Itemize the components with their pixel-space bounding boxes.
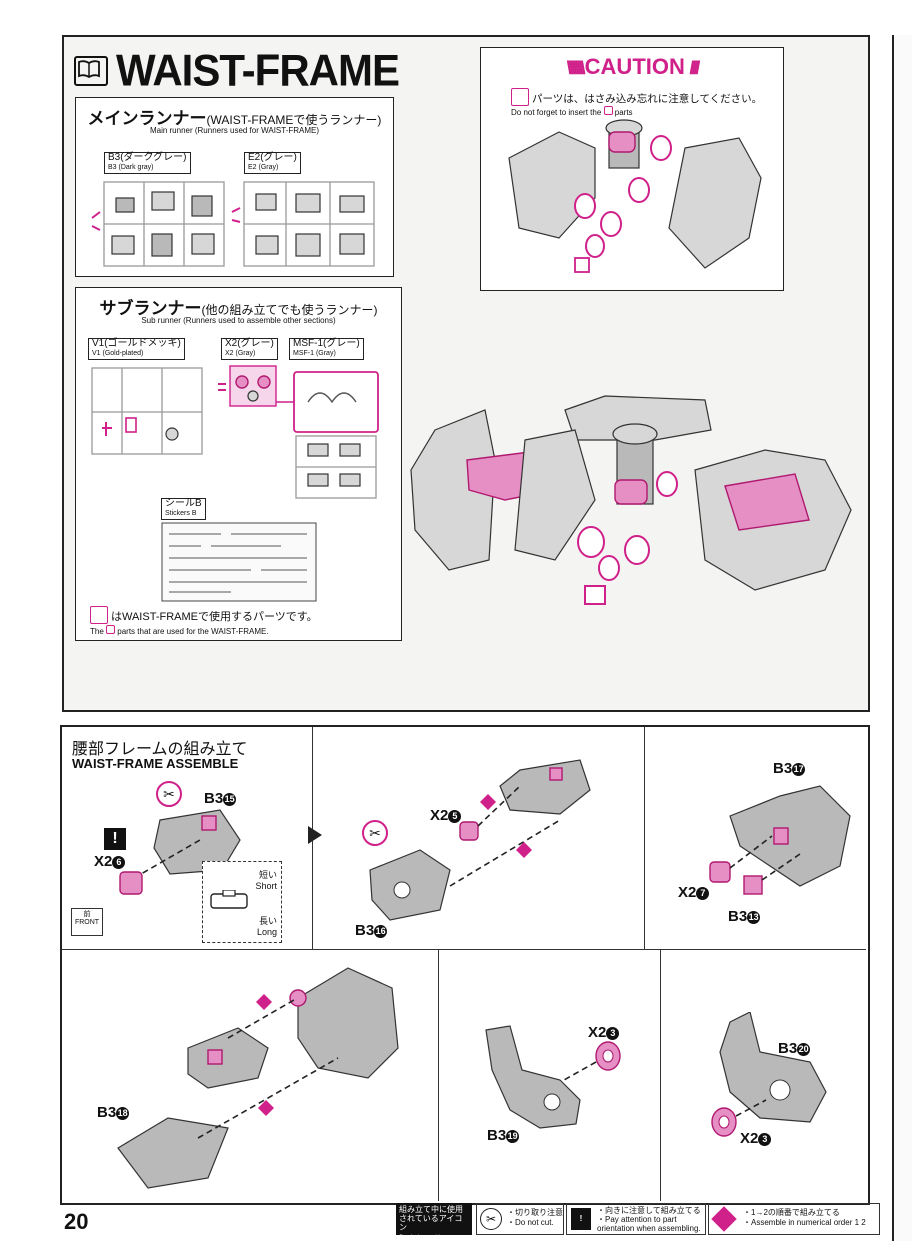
sticker-sheet-illustration: [161, 522, 317, 602]
runner-tag-v1: V1(ゴールドメッキ)V1 (Gold-plated): [88, 338, 185, 360]
section-title: WAIST-FRAME: [74, 45, 400, 96]
step4-illustration: [117, 967, 399, 1189]
book-icon: [74, 56, 108, 86]
step3-illustration: [709, 785, 851, 895]
runner-tag-x2: X2(グレー)X2 (Gray): [221, 338, 278, 360]
label-b3-18: B318: [97, 1104, 130, 1121]
runner-tag-e2: E2(グレー)E2 (Gray): [244, 152, 301, 174]
page-title: WAIST-FRAME: [116, 45, 400, 96]
label-b3-15: B315: [204, 790, 237, 807]
assembly-title-en: WAIST-FRAME ASSEMBLE: [72, 756, 239, 771]
legend-item-orientation: ! ・向きに注意して組み立てる・Pay attention to part or…: [566, 1203, 706, 1235]
no-cut-icon: ✂: [362, 820, 388, 846]
caution-header: \\\\\\\\ CAUTION ////: [566, 54, 701, 79]
step5-illustration: [485, 1025, 621, 1129]
legend-note: はWAIST-FRAMEで使用するパーツです。: [90, 606, 318, 624]
caution-text-en: Do not forget to insert the parts: [511, 106, 633, 117]
runner-tag-msf1: MSF-1(グレー)MSF-1 (Gray): [289, 338, 364, 360]
legend-note-en: The parts that are used for the WAIST-FR…: [90, 625, 269, 636]
main-runner-title-jp: メインランナー: [87, 109, 207, 128]
runner-tag-b3: B3(ダークグレー)B3 (Dark gray): [104, 152, 191, 174]
pink-mini-box-icon: [106, 625, 116, 634]
label-b3-19: B319: [487, 1127, 520, 1144]
caution-text: パーツは、はさみ込み忘れに注意してください。: [511, 88, 762, 106]
label-b3-17: B317: [773, 760, 806, 777]
pink-box-icon: [511, 88, 529, 106]
step1-illustration: [119, 809, 241, 895]
main-runner-title-en: Main runner (Runners used for WAIST-FRAM…: [149, 126, 320, 135]
step-arrow-icon: [308, 826, 322, 844]
no-cut-icon: ✂: [480, 1208, 502, 1230]
main-runner-illustration: [91, 181, 375, 267]
orientation-icon: !: [571, 1208, 591, 1230]
waist-frame-exploded-view: [410, 395, 852, 605]
main-runner-box: メインランナー(WAIST-FRAMEで使うランナー) Main runner …: [75, 97, 394, 277]
sub-runner-box: サブランナー(他の組み立てでも使うランナー) Sub runner (Runne…: [75, 287, 402, 641]
sub-runner-illustration: [91, 365, 379, 499]
assembly-title-jp: 腰部フレームの組み立て: [72, 741, 248, 758]
orientation-icon: !: [104, 828, 126, 850]
legend-item-no-cut: ✂ ・切り取り注意・Do not cut.: [476, 1203, 564, 1235]
sub-runner-title-paren: (他の組み立てでも使うランナー): [201, 303, 378, 317]
caution-box: \\\\\\\\ CAUTION //// パーツは、はさみ込み忘れに注意してく…: [480, 47, 784, 291]
step2-illustration: [369, 759, 591, 921]
pink-mini-box-icon: [603, 106, 613, 115]
page-number: 20: [64, 1209, 89, 1234]
sub-runner-title-en: Sub runner (Runners used to assemble oth…: [141, 316, 336, 325]
step6-illustration: [711, 1012, 827, 1137]
pink-box-icon: [90, 606, 108, 624]
order-diamond-icon: [711, 1206, 737, 1232]
label-b3-20: B320: [778, 1040, 811, 1057]
caution-illustration: [508, 119, 762, 273]
label-b3-13: B313: [728, 908, 761, 925]
legend-item-order: ・1→2の順番で組み立てる・Assemble in numerical orde…: [708, 1203, 880, 1235]
caution-title: CAUTION: [584, 54, 685, 79]
no-cut-icon: ✂: [156, 781, 182, 807]
next-page-edge: [892, 35, 912, 1241]
main-runner-title-paren: (WAIST-FRAMEで使うランナー): [206, 113, 382, 127]
sub-runner-title-jp: サブランナー: [99, 299, 202, 318]
label-b3-16: B316: [355, 922, 388, 939]
